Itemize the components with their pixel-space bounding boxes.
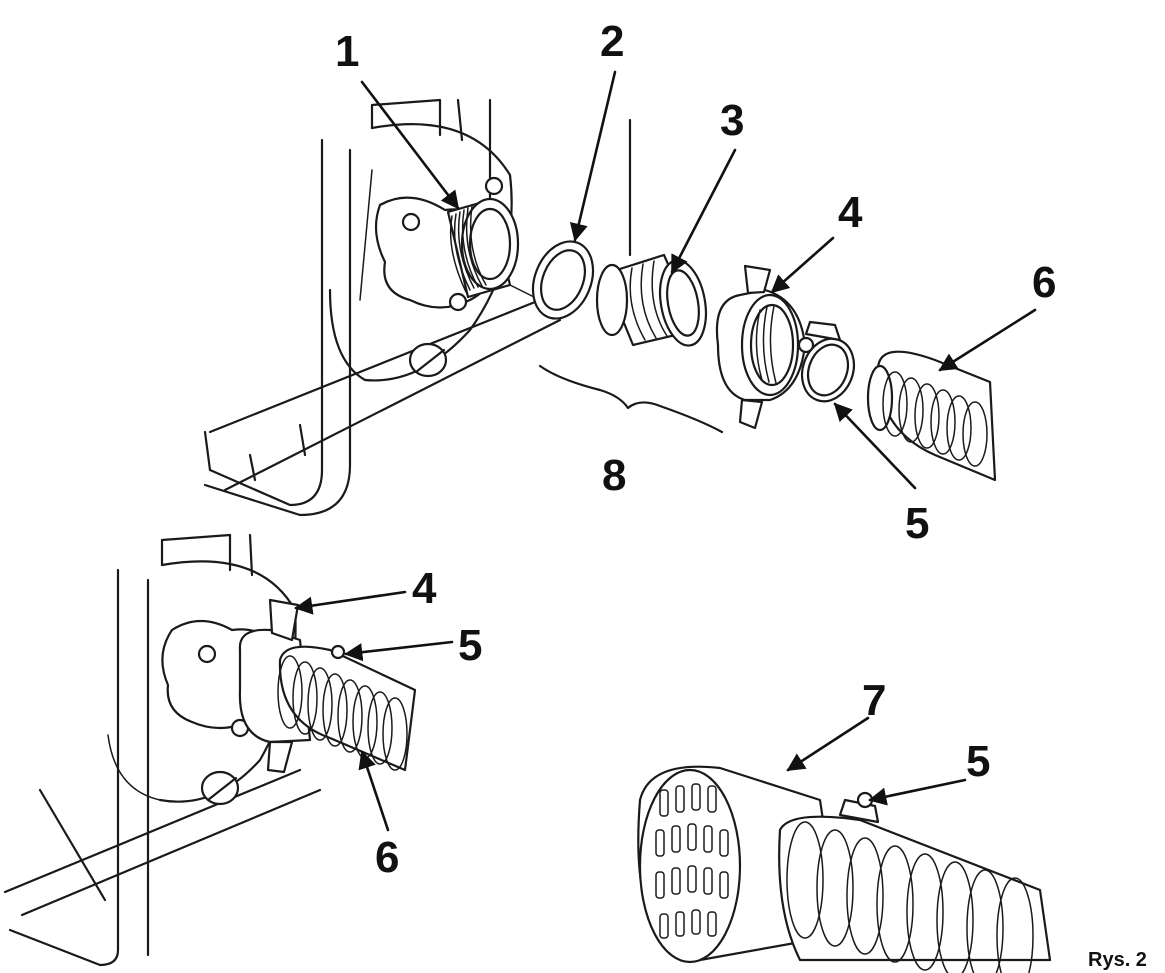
callout-labels: 1 2 3 4 5 6 8 4 5 6 7 5 Rys. 2 [335, 17, 1147, 971]
callout-7: 7 [862, 676, 886, 725]
leader-5-lower [344, 640, 454, 662]
callout-5-lower: 5 [458, 621, 482, 670]
leader-4-top [770, 236, 835, 294]
leader-6-lower [358, 750, 390, 832]
suction-hose-top [866, 350, 997, 482]
pump-body-top [203, 98, 632, 517]
figure-caption: Rys. 2 [1088, 949, 1147, 971]
callout-1: 1 [335, 27, 359, 76]
leader-4-lower [294, 590, 407, 615]
callout-4: 4 [838, 188, 863, 237]
leader-5-strainer [868, 778, 967, 806]
callout-5: 5 [905, 499, 929, 548]
wing-coupling-nut [715, 264, 807, 430]
callout-3: 3 [720, 96, 744, 145]
strainer-assembly [637, 765, 1052, 973]
leader-1 [360, 80, 460, 210]
pump-body-assembled [3, 533, 417, 967]
leader-lines [294, 70, 1037, 832]
leader-7 [786, 716, 870, 772]
callout-2: 2 [600, 17, 624, 66]
callout-4-lower: 4 [412, 564, 437, 613]
hose-clamp [797, 320, 856, 403]
leader-5-top [833, 402, 917, 490]
hose-adapter-fitting [595, 253, 708, 347]
leader-3 [670, 148, 737, 274]
gasket [531, 240, 595, 320]
callout-8: 8 [602, 451, 626, 500]
leader-6-top [938, 308, 1037, 372]
bracket-8 [538, 364, 724, 434]
callout-6: 6 [1032, 258, 1056, 307]
callout-5-strainer: 5 [966, 737, 990, 786]
leader-2 [569, 70, 617, 242]
callout-6-lower: 6 [375, 833, 399, 882]
strainer-slots [655, 783, 729, 939]
